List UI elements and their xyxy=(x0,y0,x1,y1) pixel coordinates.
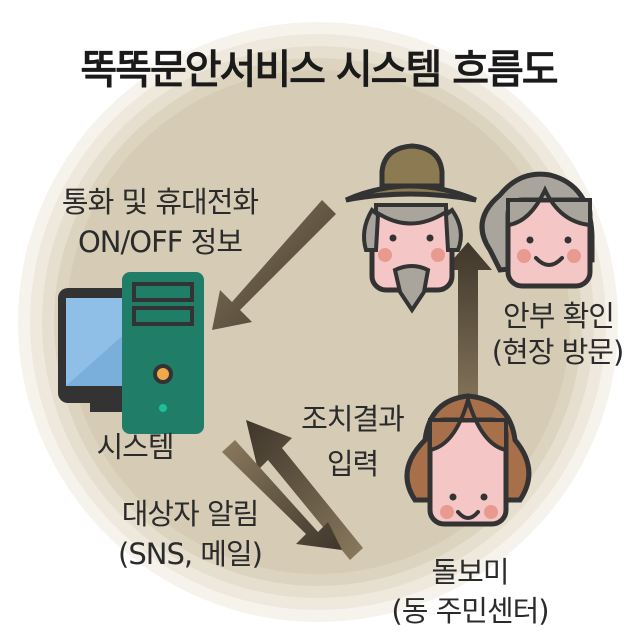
arrow-to-system xyxy=(212,200,336,330)
label-wellbeing-line1: 안부 확인 xyxy=(503,299,615,333)
elderly-woman-icon xyxy=(479,171,595,289)
label-notify-line2: (SNS, 메일) xyxy=(118,537,263,571)
diagram-title: 똑똑문안서비스 시스템 흐름도 xyxy=(80,47,558,93)
label-call-info-line1: 통화 및 휴대전화 xyxy=(61,185,259,219)
label-call-info-line2: ON/OFF 정보 xyxy=(77,225,243,259)
label-action-line2: 입력 xyxy=(326,447,379,481)
label-action-line1: 조치결과 xyxy=(301,402,405,436)
elderly-man-icon xyxy=(344,143,477,314)
label-caregiver-line2: (동 주민센터) xyxy=(391,594,549,628)
label-system: 시스템 xyxy=(96,430,174,464)
caregiver-icon xyxy=(404,393,532,527)
computer-icon xyxy=(58,272,204,434)
label-notify-line1: 대상자 알림 xyxy=(121,497,260,531)
arrow-to-elders xyxy=(444,242,492,420)
arrow-action-input xyxy=(246,420,363,560)
label-caregiver-line1: 돌보미 xyxy=(431,555,509,589)
arrow-notify xyxy=(222,440,342,550)
label-wellbeing-line2: (현장 방문) xyxy=(491,335,625,369)
